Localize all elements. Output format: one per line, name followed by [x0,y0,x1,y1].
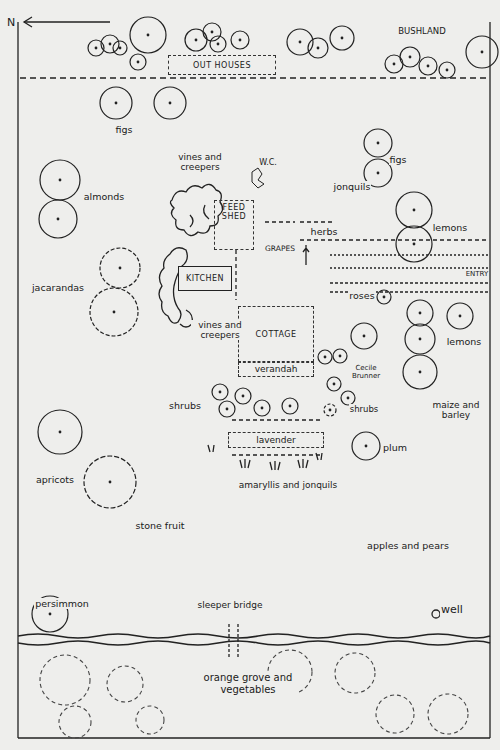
tree-label: jacarandas [31,282,85,293]
plant-label: vines and creepers [171,152,229,172]
crop-label: maize and barley [428,400,484,420]
area-label: stone fruit [134,520,185,531]
verandah-strip: verandah [238,362,314,377]
area-label: orange grove and vegetables [199,672,297,696]
tree-label: figs [389,154,408,165]
building-label: COTTAGE [256,330,297,339]
path-label: ENTRY [465,270,490,278]
plant-label: vines and creepers [191,320,249,340]
north-mark: N [6,16,16,29]
lavender-bed: lavender [228,432,324,448]
building-label: verandah [255,365,298,374]
cottage-box: COTTAGE [238,306,314,362]
structure-label: well [440,603,464,616]
kitchen-box: KITCHEN [178,266,232,291]
plant-label: shrubs [168,400,202,411]
building-label: FEED SHED [215,203,253,221]
tree-label: persimmon [34,598,90,609]
building-label: W.C. [258,158,278,167]
tree-label: apricots [35,474,75,485]
building-label: lavender [256,436,296,445]
outhouse-box: OUT HOUSES [168,55,276,75]
tree-label: lemons [446,336,483,347]
plant-label: shrubs [349,404,380,414]
building-label: OUT HOUSES [193,61,251,70]
tree-label: figs [115,124,134,135]
area-label: BUSHLAND [397,26,447,36]
building-label: KITCHEN [186,274,224,283]
plant-label: roses [348,290,375,301]
plant-label: Cecile Brunner [346,364,386,380]
plant-label: GRAPES [264,244,296,253]
tree-label: almonds [83,191,126,202]
area-label: apples and pears [366,540,450,551]
plant-label: amaryllis and jonquils [238,480,339,490]
structure-label: sleeper bridge [197,600,264,610]
feed-shed-box: FEED SHED [214,200,254,250]
plant-label: herbs [310,226,339,237]
tree-label: lemons [432,222,469,233]
plant-label: jonquils [333,181,372,192]
tree-label: plum [382,442,408,453]
